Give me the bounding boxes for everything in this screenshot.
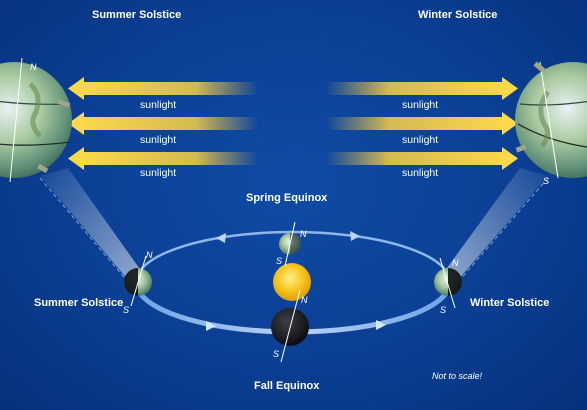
- title-summer-solstice: Summer Solstice: [92, 9, 182, 21]
- sunlight-arrow: [326, 147, 518, 170]
- pole-south-label: S: [440, 305, 447, 315]
- globe-winter-solstice: [434, 257, 462, 309]
- sunlight-label: sunlight: [402, 99, 439, 111]
- sunlight-arrows-right: [326, 77, 518, 170]
- sunlight-label: sunlight: [402, 167, 439, 179]
- sunlight-label: sunlight: [140, 167, 177, 179]
- sunlight-arrows-left: [68, 77, 258, 170]
- orbit-arrow: [216, 233, 226, 243]
- pole-south-label: S: [276, 256, 283, 266]
- sunlight-arrow: [68, 112, 258, 135]
- sunlight-label: sunlight: [402, 134, 439, 146]
- pole-north-label: N: [146, 250, 153, 260]
- satellite-icon: [515, 61, 546, 153]
- pole-south-label: S: [123, 305, 130, 315]
- view-beam-left: [40, 168, 142, 280]
- pole-south-label: S: [273, 349, 280, 359]
- pole-north-label: N: [30, 62, 37, 72]
- globe-fall-equinox: [271, 289, 309, 363]
- sunlight-arrow: [326, 112, 518, 135]
- pole-north-label: N: [452, 258, 459, 268]
- orbit-arrow: [350, 231, 360, 241]
- pole-north-label: N: [301, 295, 308, 305]
- label-fall-equinox: Fall Equinox: [254, 380, 320, 392]
- sunlight-arrow: [326, 77, 518, 100]
- orbit-arrow: [376, 320, 386, 330]
- satellite-icon: [37, 99, 71, 174]
- pole-south-label: S: [543, 176, 550, 186]
- label-winter-solstice: Winter Solstice: [470, 297, 550, 309]
- pole-north-label: N: [300, 229, 307, 239]
- globe-summer-solstice: [124, 255, 152, 307]
- orbit-arrow: [206, 321, 216, 331]
- sunlight-label: sunlight: [140, 99, 177, 111]
- label-summer-solstice: Summer Solstice: [34, 297, 124, 309]
- large-globe-left: [0, 57, 72, 183]
- sunlight-label: sunlight: [140, 134, 177, 146]
- globe-spring-equinox: [279, 221, 301, 267]
- sunlight-arrow: [68, 77, 258, 100]
- label-not-to-scale: Not to scale!: [432, 371, 483, 381]
- beam-edge-right: [457, 177, 549, 283]
- beam-edge-left: [39, 177, 129, 283]
- large-globe-right: [515, 61, 587, 179]
- sunlight-arrow: [68, 147, 258, 170]
- label-spring-equinox: Spring Equinox: [246, 192, 328, 204]
- sun: [273, 263, 311, 301]
- view-beam-right: [444, 168, 548, 280]
- title-winter-solstice: Winter Solstice: [418, 9, 498, 21]
